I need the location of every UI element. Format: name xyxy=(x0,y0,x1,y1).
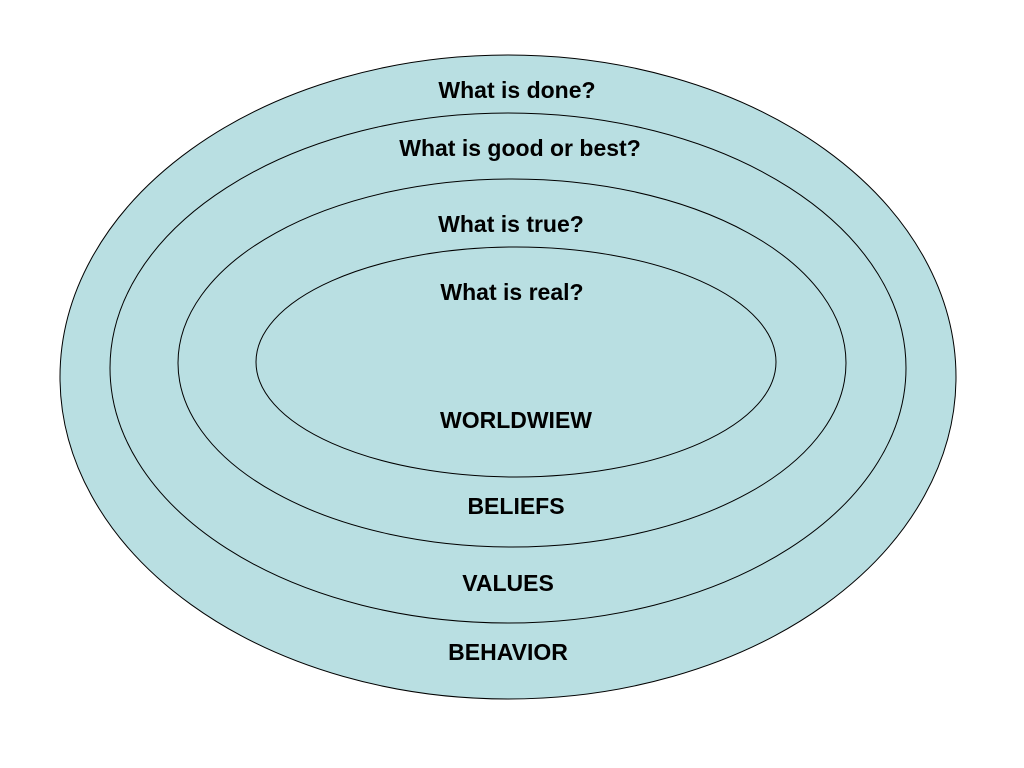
behavior-question: What is done? xyxy=(438,77,595,103)
worldview-question: What is real? xyxy=(440,279,583,305)
worldview-ring xyxy=(255,246,777,478)
worldview-label: WORLDWIEW xyxy=(440,407,592,433)
behavior-label: BEHAVIOR xyxy=(448,639,568,665)
values-label: VALUES xyxy=(462,570,554,596)
beliefs-question: What is true? xyxy=(438,211,584,237)
values-question: What is good or best? xyxy=(399,135,641,161)
beliefs-label: BELIEFS xyxy=(467,493,564,519)
